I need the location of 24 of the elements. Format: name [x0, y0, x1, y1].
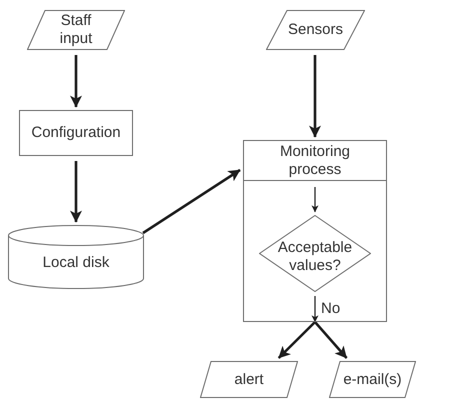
data-parallelogram	[200, 361, 298, 398]
arrow	[70, 161, 82, 223]
arrow	[312, 296, 318, 322]
arrow	[70, 55, 82, 108]
arrow	[278, 321, 316, 359]
process-box	[19, 110, 133, 156]
arrow	[314, 321, 348, 359]
arrow	[142, 168, 241, 234]
arrow	[312, 187, 318, 212]
storage-cylinder	[8, 225, 144, 289]
data-parallelogram	[27, 10, 125, 50]
arrow	[309, 55, 321, 138]
data-parallelogram	[329, 361, 416, 398]
storage-label: Local disk	[42, 254, 110, 272]
data-parallelogram	[266, 10, 365, 50]
process-title: Monitoring process	[278, 142, 352, 178]
decision-label: Acceptable values?	[276, 238, 354, 274]
process-container	[243, 140, 387, 322]
decision-diamond	[259, 215, 371, 292]
process-label: Configuration	[31, 124, 121, 142]
data-label: e-mail(s)	[343, 370, 402, 388]
data-label: alert	[234, 370, 264, 388]
data-label: Staff input	[58, 12, 94, 48]
data-label: Sensors	[288, 21, 344, 39]
